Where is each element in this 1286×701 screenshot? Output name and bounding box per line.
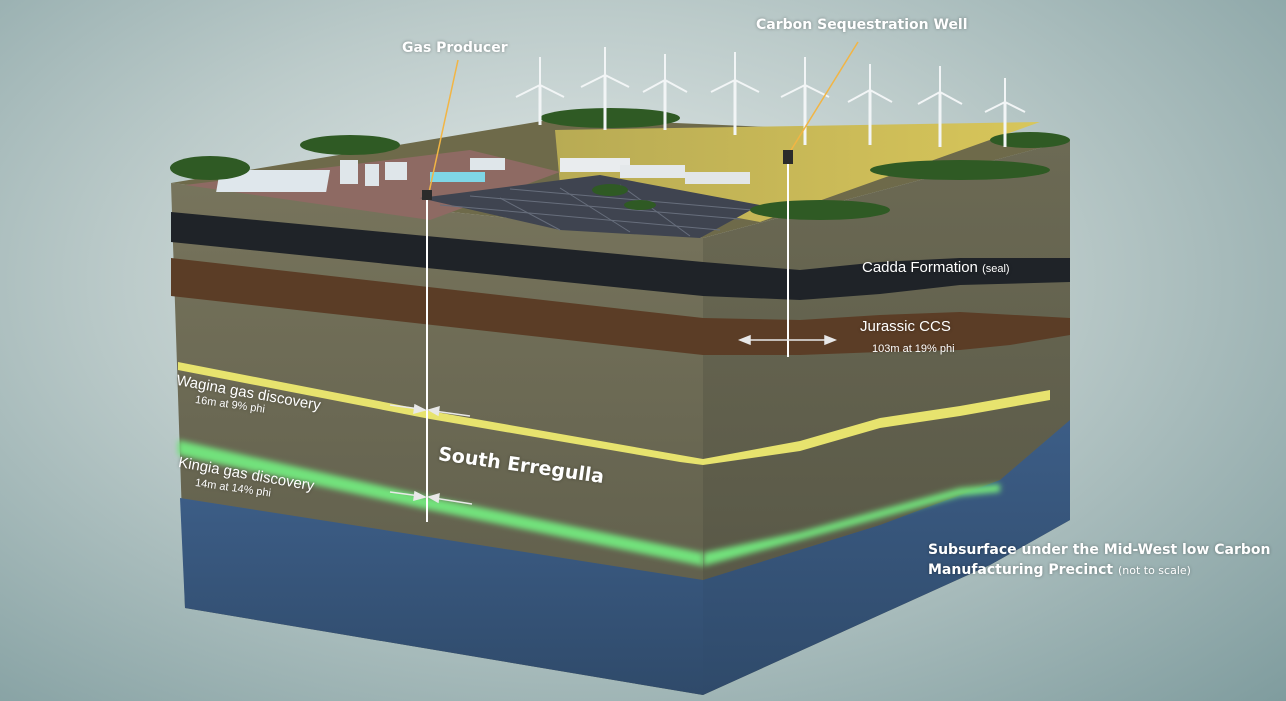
wind-turbine	[642, 54, 688, 130]
cadda-formation-note: (seal)	[982, 263, 1010, 275]
block-right-face	[703, 140, 1070, 695]
right-jurassic-ccs	[703, 312, 1070, 355]
caption-line-2: Manufacturing Precinct	[928, 562, 1114, 578]
top-building-1	[216, 170, 331, 192]
top-building-3	[620, 165, 685, 178]
caption-line-2-row: Manufacturing Precinct (not to scale)	[928, 560, 1270, 581]
kingia-thickness-arrow	[389, 490, 473, 505]
gas-producer-label: Gas Producer	[402, 40, 508, 56]
top-pool	[430, 172, 485, 182]
caption-note: (not to scale)	[1117, 564, 1191, 577]
wagina-thickness-arrow	[389, 403, 471, 417]
wind-turbines	[515, 47, 1026, 147]
wind-turbine	[515, 57, 565, 125]
right-cadda-seal	[703, 258, 1070, 300]
top-building-4	[685, 172, 750, 184]
gas-producer-pointer	[427, 59, 459, 198]
wind-turbine	[847, 64, 893, 145]
jurassic-ccs-detail: 103m at 19% phi	[872, 343, 955, 355]
carbon-sequestration-well-label: Carbon Sequestration Well	[756, 17, 968, 33]
front-kingia-gas-layer	[178, 440, 703, 566]
wind-turbine	[580, 47, 630, 130]
cadda-formation-label: Cadda Formation (seal)	[862, 259, 1010, 276]
top-solar-grid	[439, 184, 753, 237]
gas-producer-well	[422, 59, 459, 522]
ccs-thickness-arrow	[737, 334, 838, 346]
front-jurassic-ccs	[171, 258, 703, 355]
gas-producer-wellhead	[422, 190, 432, 200]
wind-turbine	[917, 66, 963, 147]
front-basement	[180, 498, 703, 695]
front-wagina-gas-layer	[178, 362, 703, 465]
front-cadda-seal	[171, 212, 703, 296]
wind-turbine	[710, 52, 760, 135]
sequestration-pointer	[787, 41, 859, 156]
top-tree-lines	[170, 108, 1070, 220]
top-plant-structures	[340, 158, 505, 186]
top-building-2	[560, 158, 630, 172]
caption-line-1: Subsurface under the Mid-West low Carbon	[928, 542, 1271, 558]
carbon-sequestration-well	[783, 41, 859, 357]
block-front-face	[171, 183, 703, 695]
right-wagina-gas-layer	[703, 390, 1050, 465]
wind-turbine	[984, 78, 1026, 147]
cadda-formation-name: Cadda Formation	[862, 259, 978, 276]
jurassic-ccs-label: Jurassic CCS	[860, 318, 951, 335]
diagram-caption: Subsurface under the Mid-West low Carbon…	[928, 540, 1270, 581]
right-kingia-gas-layer	[703, 484, 1000, 566]
sequestration-wellhead	[783, 150, 793, 164]
block-top-surface	[170, 108, 1070, 238]
